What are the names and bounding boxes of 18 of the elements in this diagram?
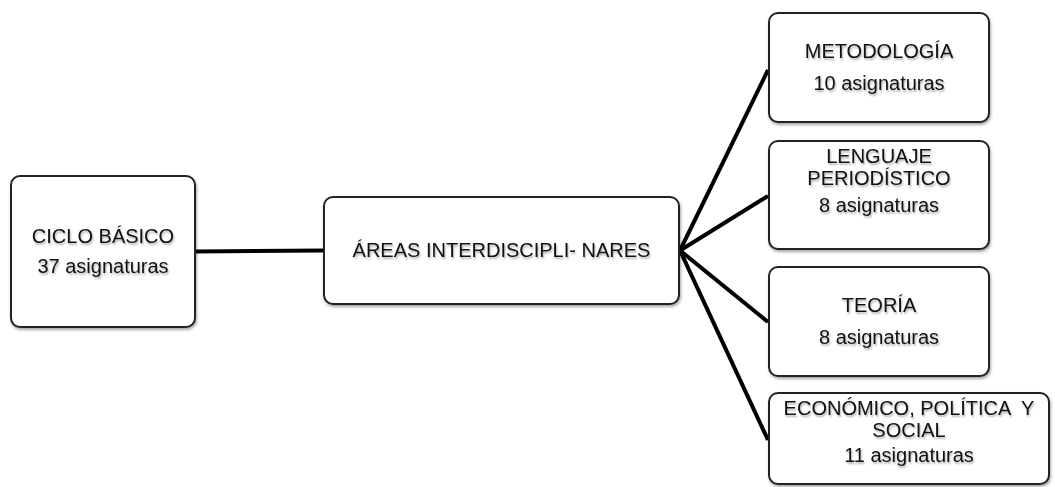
process-box	[768, 392, 1050, 485]
process-box	[768, 12, 990, 123]
process-box	[323, 196, 680, 305]
process-box	[768, 140, 990, 250]
box-text: TEORÍA	[841, 294, 917, 317]
box-text: ÁREAS INTERDISCIPLI- NARES	[352, 239, 651, 262]
box-text: 10 asignaturas	[813, 72, 945, 95]
box-text: LENGUAJE PERIODÍSTICO	[806, 146, 952, 190]
box-text: 8 asignaturas	[818, 195, 940, 217]
process-box	[768, 266, 990, 377]
box-text: 11 asignaturas	[844, 445, 974, 467]
box-text: ECONÓMICO, POLÍTICA Y SOCIAL	[782, 398, 1036, 442]
process-box	[10, 175, 196, 328]
box-text: CICLO BÁSICO	[31, 225, 175, 248]
box-text: METODOLOGÍA	[804, 40, 954, 63]
box-text: 37 asignaturas	[37, 255, 169, 278]
box-text: 8 asignaturas	[818, 326, 940, 349]
connector-line	[196, 248, 323, 254]
